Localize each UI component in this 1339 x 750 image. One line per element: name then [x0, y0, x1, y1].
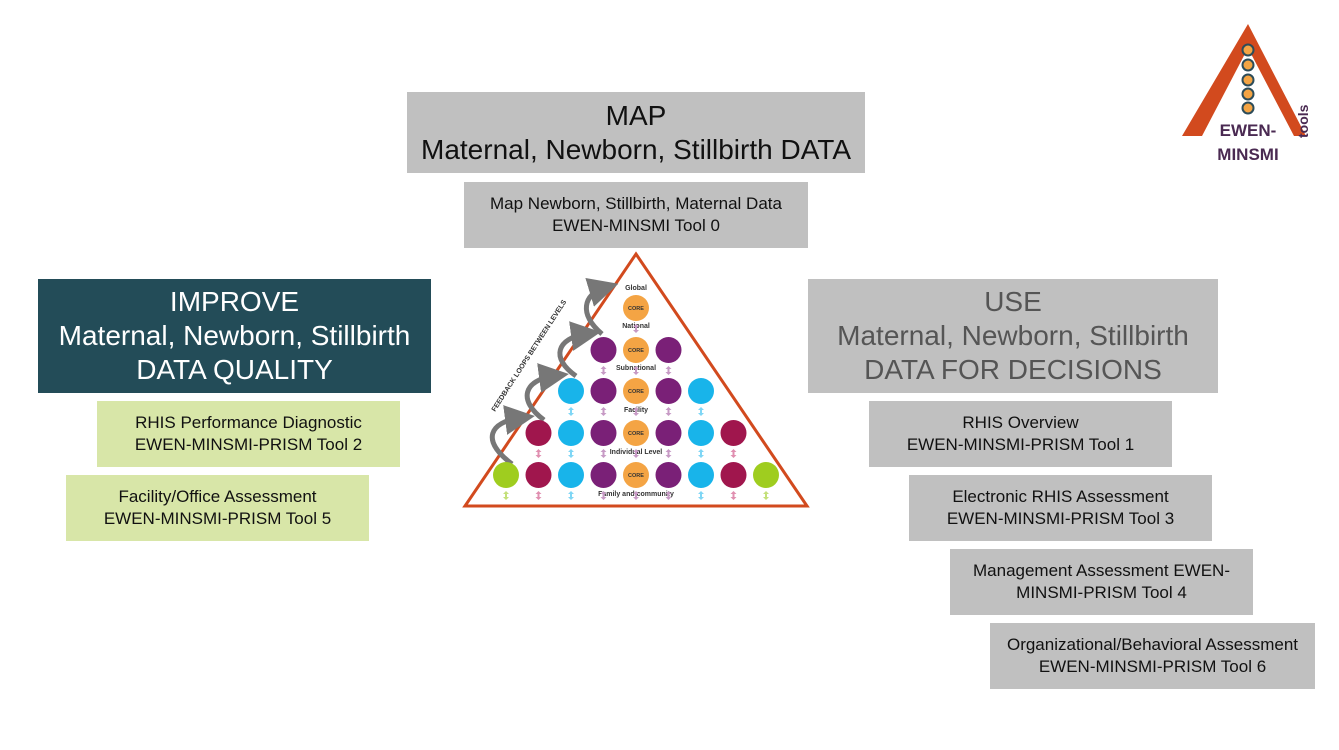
improve-line2: DATA QUALITY: [136, 354, 333, 385]
core-node: [623, 337, 649, 363]
level-node: [688, 420, 714, 446]
connector-arrow-icon: [633, 407, 639, 416]
level-node: [590, 420, 617, 446]
level-node: [558, 462, 584, 488]
improve-title: IMPROVE: [169, 286, 300, 317]
connector-arrow-icon: [568, 491, 574, 500]
connector-arrow-icon: [665, 491, 672, 500]
connector-arrow-icon: [698, 407, 704, 416]
level-node: [493, 462, 519, 488]
level-node: [720, 462, 747, 488]
improve-header: IMPROVE Maternal, Newborn, Stillbirth DA…: [38, 279, 431, 393]
level-node: [525, 462, 552, 488]
level-node: [655, 378, 682, 404]
level-node: [590, 462, 617, 488]
level-node: [655, 420, 682, 446]
level-node: [720, 420, 747, 446]
connector-arrow-icon: [763, 491, 769, 500]
tool2-line1: RHIS Performance Diagnostic: [135, 413, 362, 432]
tool4-text: Management Assessment EWEN-MINSMI-PRISM …: [973, 561, 1230, 602]
connector-arrow-icon: [633, 366, 639, 375]
tool1-line2: EWEN-MINSMI-PRISM Tool 1: [906, 435, 1135, 454]
tool0-box: Map Newborn, Stillbirth, Maternal Data E…: [464, 182, 808, 248]
level-node: [688, 462, 714, 488]
tool5-line2: EWEN-MINSMI-PRISM Tool 5: [103, 509, 332, 528]
tool6-box: Organizational/Behavioral Assessment EWE…: [990, 623, 1315, 689]
level-node: [688, 378, 714, 404]
tool1-line1: RHIS Overview: [962, 413, 1079, 432]
level-node: [655, 462, 682, 488]
logo-line1: EWEN-: [1220, 121, 1277, 140]
tool6-line2: EWEN-MINSMI-PRISM Tool 6: [1038, 657, 1267, 676]
level-label: Global: [625, 285, 647, 292]
tool2-box: RHIS Performance Diagnostic EWEN-MINSMI-…: [97, 401, 400, 467]
connector-arrow-icon: [665, 407, 672, 416]
core-label: CORE: [628, 306, 644, 312]
core-label: CORE: [628, 431, 644, 437]
connector-arrow-icon: [600, 407, 607, 416]
core-label: CORE: [628, 389, 644, 395]
use-line2: DATA FOR DECISIONS: [864, 354, 1162, 385]
level-node: [590, 337, 617, 363]
connector-arrow-icon: [665, 449, 672, 458]
tool5-line1: Facility/Office Assessment: [118, 487, 317, 506]
use-title: USE: [984, 286, 1042, 317]
connector-arrow-icon: [600, 491, 607, 500]
tool1-box: RHIS Overview EWEN-MINSMI-PRISM Tool 1: [869, 401, 1172, 467]
core-node: [623, 295, 649, 321]
level-node: [753, 462, 779, 488]
connector-arrow-icon: [633, 449, 639, 458]
tool0-line2: EWEN-MINSMI Tool 0: [552, 216, 720, 235]
tool2-line2: EWEN-MINSMI-PRISM Tool 2: [134, 435, 363, 454]
map-title: MAP: [605, 99, 667, 131]
core-node: [623, 378, 649, 404]
connector-arrow-icon: [730, 491, 737, 500]
connector-arrow-icon: [535, 491, 542, 500]
connector-arrow-icon: [568, 407, 574, 416]
connector-arrow-icon: [633, 491, 639, 500]
core-node: [623, 462, 649, 488]
ewen-minsmi-tools-logo: EWEN- MINSMI tools: [1182, 24, 1311, 164]
connector-arrow-icon: [600, 366, 607, 375]
use-line1: Maternal, Newborn, Stillbirth: [837, 320, 1189, 351]
connector-arrow-icon: [503, 491, 509, 500]
data-levels-pyramid: FEEDBACK LOOPS BETWEEN LEVELS GlobalNati…: [462, 251, 810, 508]
map-header: MAP Maternal, Newborn, Stillbirth DATA: [407, 92, 865, 173]
connector-arrow-icon: [698, 491, 704, 500]
logo-triangle-icon: [1182, 24, 1306, 136]
connector-arrow-icon: [568, 449, 574, 458]
logo-line2: MINSMI: [1217, 145, 1278, 164]
level-node: [558, 420, 584, 446]
logo-dots-icon: [1241, 43, 1255, 115]
tool4-box: Management Assessment EWEN-MINSMI-PRISM …: [950, 549, 1253, 615]
level-node: [558, 378, 584, 404]
connector-arrow-icon: [730, 449, 737, 458]
logo-side-text: tools: [1295, 104, 1311, 138]
tool3-line1: Electronic RHIS Assessment: [952, 487, 1169, 506]
tool3-box: Electronic RHIS Assessment EWEN-MINSMI-P…: [909, 475, 1212, 541]
connector-arrow-icon: [665, 366, 672, 375]
improve-line1: Maternal, Newborn, Stillbirth: [58, 320, 411, 351]
core-label: CORE: [628, 348, 644, 354]
level-node: [525, 420, 552, 446]
connector-arrow-icon: [600, 449, 607, 458]
connector-arrow-icon: [698, 449, 704, 458]
feedback-loop-arrows: [489, 277, 619, 466]
tool3-line2: EWEN-MINSMI-PRISM Tool 3: [946, 509, 1175, 528]
core-node: [623, 420, 649, 446]
level-node: [655, 337, 682, 363]
map-subtitle: Maternal, Newborn, Stillbirth DATA: [421, 133, 851, 165]
level-node: [590, 378, 617, 404]
connector-arrow-icon: [633, 324, 639, 333]
tool5-box: Facility/Office Assessment EWEN-MINSMI-P…: [66, 475, 369, 541]
core-label: CORE: [628, 473, 644, 479]
connector-arrow-icon: [535, 449, 542, 458]
use-header: USE Maternal, Newborn, Stillbirth DATA F…: [808, 279, 1218, 393]
tool0-line1: Map Newborn, Stillbirth, Maternal Data: [490, 194, 782, 213]
tool6-line1: Organizational/Behavioral Assessment: [1006, 635, 1299, 654]
